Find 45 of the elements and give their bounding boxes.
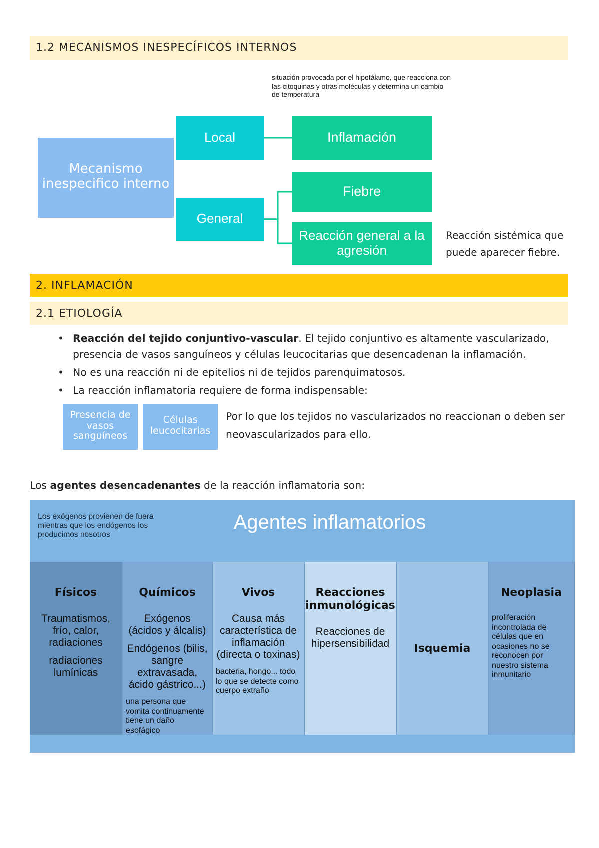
connector-line — [264, 218, 292, 244]
column-text: radiaciones lumínicas — [48, 655, 104, 679]
subsection-heading: 2.1 ETIOLOGÍA — [30, 302, 568, 325]
side-note: Reacción sistémica que puede aparecer fiebre. — [446, 230, 565, 261]
section-heading: 1.2 MECANISMOS INESPECÍFICOS INTERNOS — [30, 36, 568, 60]
column-heading: Vivos — [242, 586, 276, 599]
paragraph: Los agentes desencadenantes de la reacción inflamatoria son: — [30, 481, 366, 492]
category-column — [397, 562, 489, 735]
category-column — [123, 562, 213, 735]
result-box: Reacción general a la agresión — [292, 222, 432, 265]
table-panel — [30, 500, 575, 753]
category-box: Local — [176, 116, 264, 160]
column-text: Causa más característica de inflamación (directa o toxinas) — [216, 613, 301, 661]
category-column — [30, 562, 123, 735]
column-text: bacteria, hongo... todo lo que se detecte como cuerpo extraño — [216, 667, 300, 696]
section-heading: 2. INFLAMACIÓN — [30, 274, 568, 297]
connector-line — [264, 137, 292, 139]
requirement-box: Presencia de vasos sanguíneos — [63, 404, 138, 450]
result-box: Fiebre — [292, 172, 432, 212]
column-heading: Químicos — [139, 586, 196, 599]
category-column — [305, 562, 397, 735]
bullet-item: Reacción del tejido conjuntivo-vascular. El tejido conjuntivo es altamente vascularizado, presencia de vasos sanguíneos y células leucocitarias que desencadenan la inflamación. — [73, 332, 550, 363]
bullet-marker: • — [58, 367, 64, 381]
column-text: Traumatismos, frío, calor, radiaciones — [40, 613, 112, 649]
column-text: Exógenos (ácidos y álcalis) — [128, 613, 208, 637]
column-heading: Reacciones inmunológicas — [306, 586, 396, 612]
column-heading: Isquemia — [414, 642, 471, 655]
column-text: proliferación incontrolada de células que en ocasiones no se reconocen por nuestro sistema inmunitario — [492, 613, 551, 680]
bullet-item: La reacción inflamatoria requiere de forma indispensable: — [73, 384, 369, 399]
panel-title: Agentes inflamatorios — [232, 512, 428, 535]
requirement-box: Células leucocitarias — [143, 404, 218, 450]
category-column — [489, 562, 575, 735]
bullet-marker: • — [58, 333, 64, 347]
column-text: Endógenos (bilis, sangre extravasada, ácido gástrico...) — [126, 643, 209, 691]
category-box: General — [176, 198, 264, 241]
column-text: Reacciones de hipersensibilidad — [310, 626, 391, 650]
result-box: Inflamación — [292, 116, 432, 160]
column-heading: Físicos — [54, 586, 98, 599]
paragraph: Por lo que los tejidos no vascularizados no reaccionan o deben ser neovascularizados para ello. — [226, 411, 566, 443]
bullet-marker: • — [58, 385, 64, 399]
category-column — [213, 562, 305, 735]
column-heading: Neoplasia — [500, 586, 562, 599]
column-text: una persona que vomita continuamente tiene un daño esofágico — [126, 697, 206, 735]
concept-box: Mecanismo inespecifico interno — [38, 138, 174, 218]
bullet-item: No es una reacción ni de epitelios ni de tejidos parenquimatosos. — [73, 366, 407, 381]
